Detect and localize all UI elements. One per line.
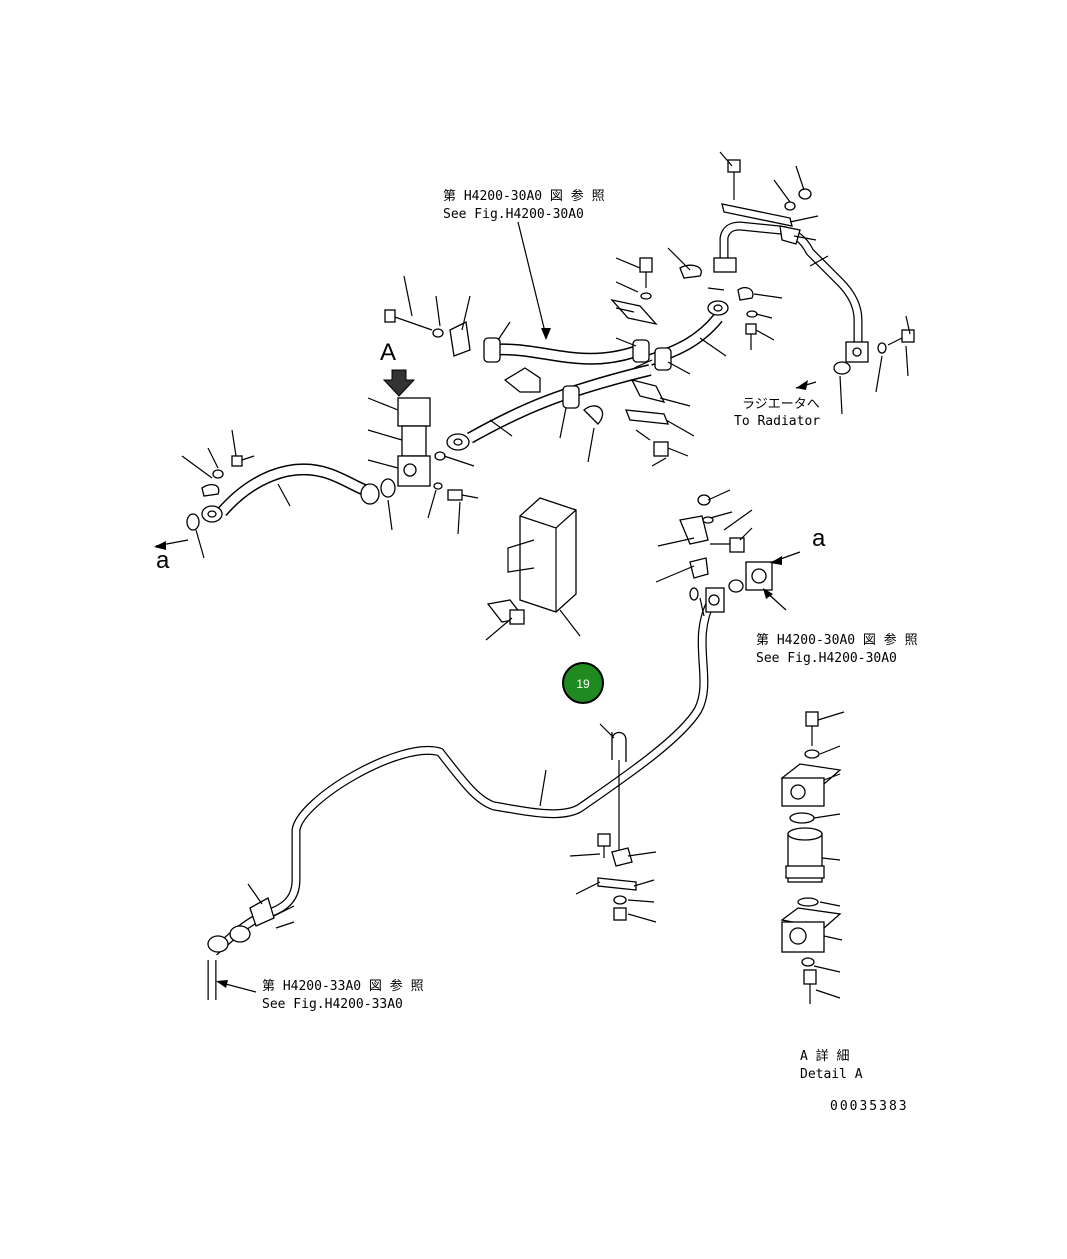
ref-bottom-jp: 第 H4200-33A0 図 参 照 [262,978,424,994]
detail-label-en: Detail A [800,1067,863,1082]
callout-circle[interactable] [562,662,604,704]
left-hose-assembly [154,369,479,559]
arrow-A-label: A [380,339,396,366]
connect-a-right: a [812,525,826,552]
connect-a-left: a [156,547,170,574]
protector-block [485,497,581,641]
ref-right-en: See Fig.H4200-30A0 [756,651,897,666]
ref-right-jp: 第 H4200-30A0 図 参 照 [756,632,918,648]
radiator-pipe-assembly [667,151,915,415]
long-pipe-assembly [207,489,801,1000]
dest-en: To Radiator [734,414,820,429]
detail-a-view [780,711,845,1004]
ref-top-en: See Fig.H4200-30A0 [443,207,584,222]
upper-hose-assembly [384,257,729,467]
ref-top-jp: 第 H4200-30A0 図 参 照 [443,188,605,204]
callout-number[interactable]: 19 [576,677,590,691]
callout-19[interactable]: 19 [562,662,604,704]
detail-label-jp: A 詳 細 [800,1048,849,1064]
dest-jp: ラジエータへ [742,397,820,412]
ref-bottom-en: See Fig.H4200-33A0 [262,997,403,1012]
drawing-number: 00035383 [830,1099,909,1114]
